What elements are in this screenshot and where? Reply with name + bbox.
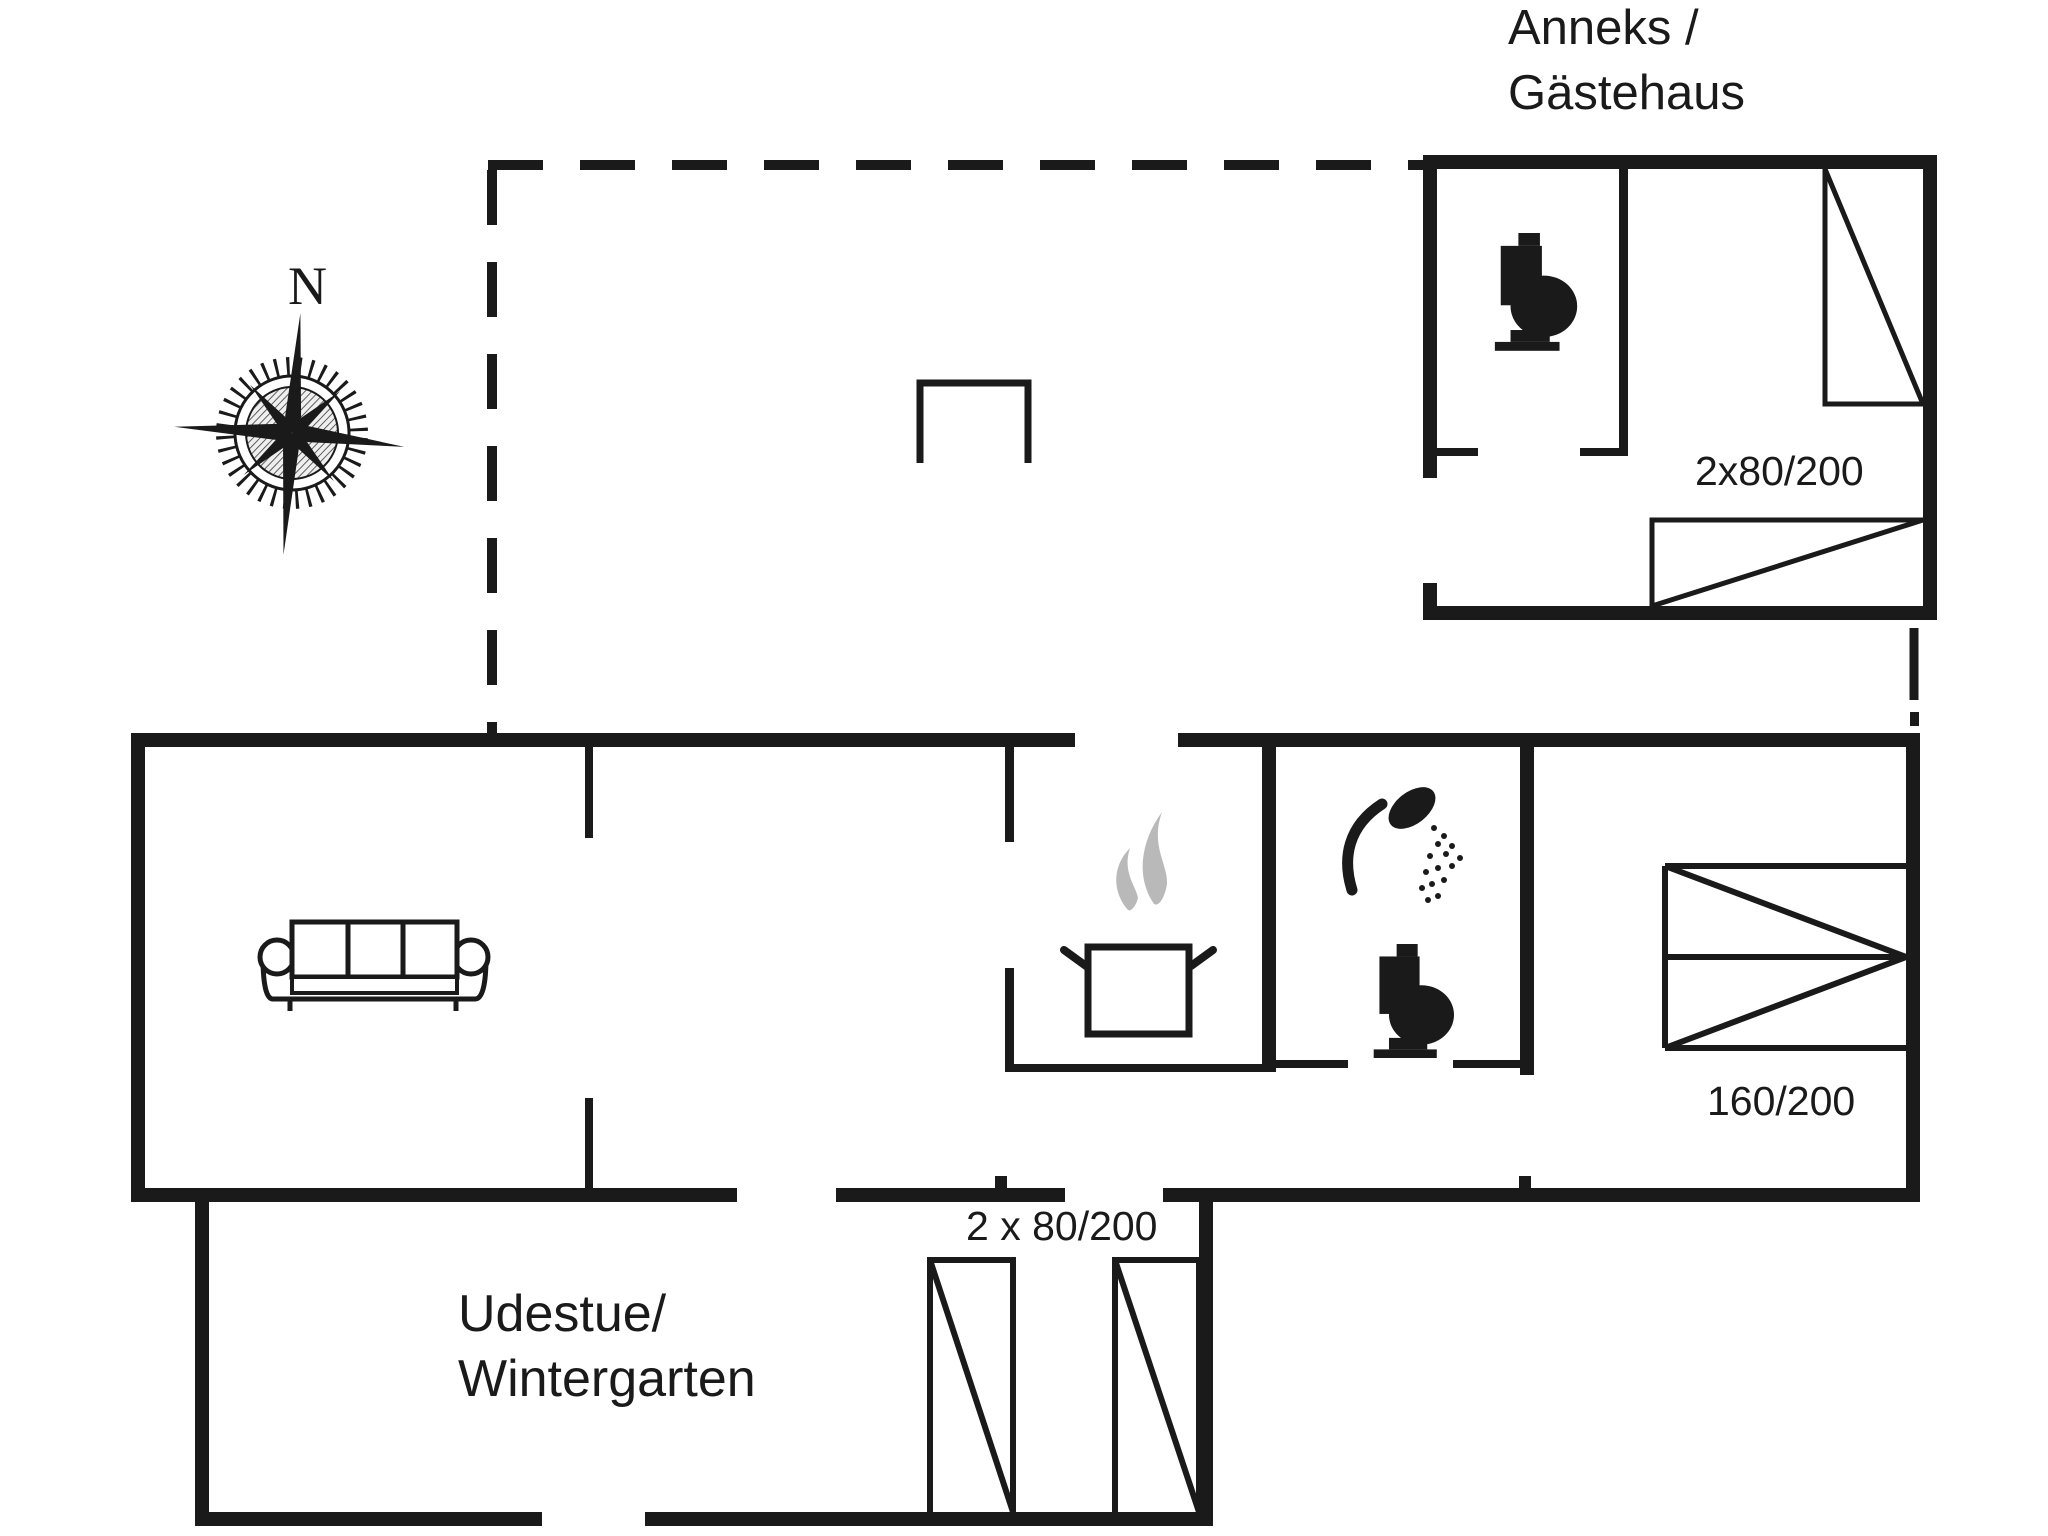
annex-beds-dimension-label: 2x80/200 [1695, 448, 1864, 494]
annex-walls [1423, 155, 1937, 620]
compass-rose-icon [174, 313, 405, 555]
main-house-walls [131, 733, 1920, 1202]
toilet-icon [1494, 233, 1578, 351]
chimney-recess-outline [916, 379, 1032, 463]
annex-title-line2: Gästehaus [1508, 66, 1745, 120]
wintergarden-label-line2: Wintergarten [458, 1350, 756, 1408]
compass-star [174, 313, 405, 555]
wintergarden-walls [195, 1202, 1213, 1526]
wintergarden-beds-dimension-label: 2 x 80/200 [966, 1203, 1158, 1249]
bed-symbol [1649, 517, 1924, 609]
shower-head-icon [1342, 787, 1463, 903]
double-bed-dimension-label: 160/200 [1707, 1078, 1856, 1124]
toilet-icon [1373, 944, 1454, 1059]
wintergarden-bed-symbols [927, 1257, 1202, 1513]
annex-bed-symbols [1649, 168, 1926, 609]
double-bed-symbol [1662, 863, 1908, 1051]
sofa-icon [257, 919, 491, 1011]
bed-symbol [1822, 168, 1926, 407]
steam-wisp [1116, 848, 1138, 911]
bed-symbol [1112, 1257, 1202, 1513]
plot-boundary-dashed-line [487, 160, 1919, 733]
bed-symbol [927, 1257, 1016, 1513]
compass-north-label: N [288, 256, 327, 316]
steam-wisp [1142, 812, 1168, 905]
annex-title-line1: Anneks / [1508, 1, 1699, 55]
wintergarden-label-line1: Udestue/ [458, 1285, 667, 1343]
cooking-pot-icon [1060, 812, 1217, 1038]
shower-spray-dots [1419, 825, 1463, 903]
